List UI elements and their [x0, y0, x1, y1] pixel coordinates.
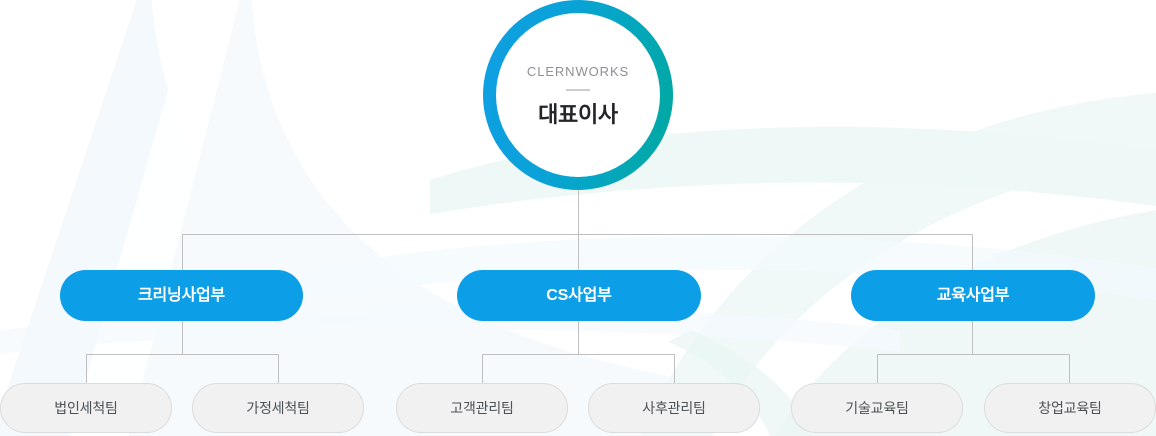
team-label: 가정세척팀 [246, 400, 310, 416]
org-node-team-customer-mgmt[interactable]: 고객관리팀 [396, 383, 568, 433]
team-label: 창업교육팀 [1038, 400, 1102, 416]
division-label: 크리닝사업부 [137, 286, 226, 304]
org-node-team-tech-edu[interactable]: 기술교육팀 [791, 383, 963, 433]
org-node-division-cs[interactable]: CS사업부 [457, 270, 701, 321]
org-node-ceo[interactable]: CLERNWORKS 대표이사 [483, 0, 673, 190]
org-node-team-startup-edu[interactable]: 창업교육팀 [984, 383, 1156, 433]
org-node-team-home-wash[interactable]: 가정세척팀 [192, 383, 364, 433]
team-label: 사후관리팀 [642, 400, 706, 416]
ceo-divider [566, 88, 590, 91]
org-node-team-aftercare-mgmt[interactable]: 사후관리팀 [588, 383, 760, 433]
division-label: 교육사업부 [936, 286, 1010, 304]
org-node-team-corporate-wash[interactable]: 법인세척팀 [0, 383, 172, 433]
company-name-label: CLERNWORKS [526, 63, 630, 79]
ceo-inner-circle: CLERNWORKS 대표이사 [496, 13, 660, 177]
team-label: 고객관리팀 [450, 400, 514, 416]
team-label: 법인세척팀 [54, 400, 118, 416]
division-label: CS사업부 [546, 286, 612, 304]
org-node-division-education[interactable]: 교육사업부 [851, 270, 1095, 321]
org-node-division-cleaning[interactable]: 크리닝사업부 [60, 270, 303, 321]
ceo-title-label: 대표이사 [538, 101, 618, 127]
team-label: 기술교육팀 [845, 400, 909, 416]
